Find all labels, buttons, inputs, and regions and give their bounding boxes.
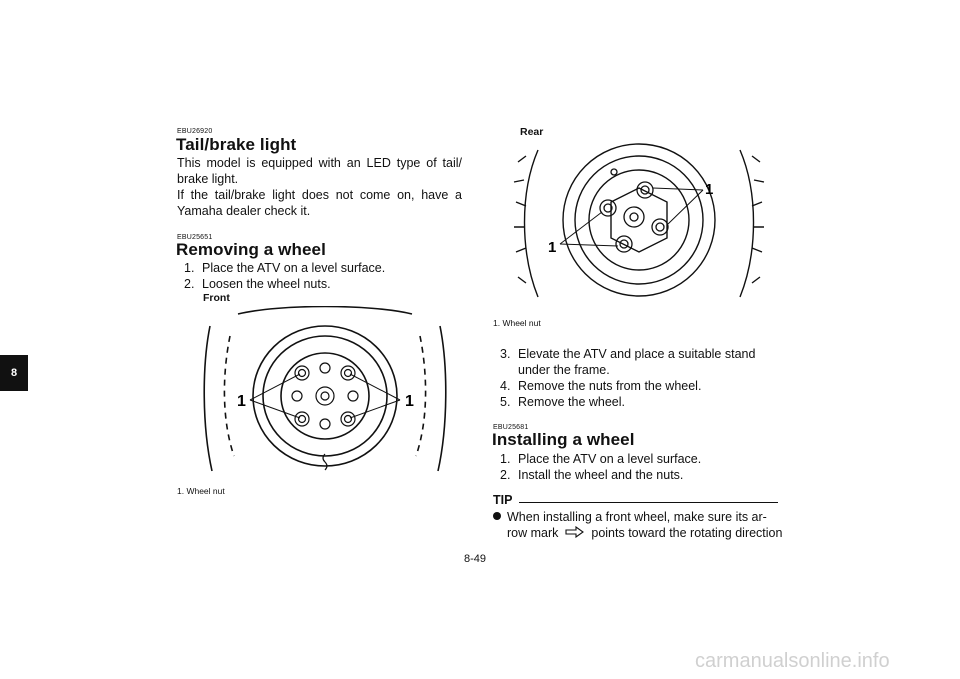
front-callout-right: 1	[405, 393, 414, 410]
section-tab: 8	[0, 355, 28, 391]
list-item: 2.Loosen the wheel nuts.	[184, 277, 331, 291]
rear-callout-left: 1	[548, 239, 556, 256]
list-item: 5.Remove the wheel.	[500, 395, 626, 409]
watermark-text: carmanualsonline.info	[695, 650, 890, 672]
front-wheel-illustration: 1 1	[203, 306, 447, 472]
front-callout-left: 1	[237, 393, 246, 410]
section-heading-installing-wheel: Installing a wheel	[492, 430, 635, 449]
rear-figure-caption: 1. Wheel nut	[493, 318, 541, 328]
tail-light-paragraph-1: This model is equipped with an LED type …	[177, 156, 462, 186]
list-item: 1.Place the ATV on a level surface.	[184, 261, 386, 275]
rear-callout-right: 1	[705, 181, 713, 198]
tip-title: TIP	[493, 493, 513, 507]
front-figure-caption: 1. Wheel nut	[177, 486, 225, 496]
list-item: 2.Install the wheel and the nuts.	[500, 468, 684, 482]
tail-light-paragraph-2: If the tail/brake light does not come on…	[177, 188, 462, 218]
rear-wheel-illustration: 1 1	[513, 143, 765, 298]
figure-label-rear: Rear	[520, 126, 544, 138]
bullet-icon	[493, 512, 501, 520]
list-item: 1.Place the ATV on a level surface.	[500, 452, 702, 466]
section-heading-removing-wheel: Removing a wheel	[176, 240, 326, 259]
tip-bullet-item: When installing a front wheel, make sure…	[493, 509, 767, 525]
arrow-mark-icon	[565, 525, 584, 539]
figure-label-front: Front	[203, 292, 230, 304]
tip-rule	[519, 502, 778, 503]
section-code: EBU26920	[177, 128, 213, 135]
page-number: 8-49	[464, 553, 487, 565]
section-heading-tail-light: Tail/brake light	[176, 135, 297, 154]
section-code: EBU25651	[177, 234, 213, 241]
list-item: 4.Remove the nuts from the wheel.	[500, 379, 702, 393]
tip-bullet-continuation: row mark points toward the rotating dire…	[507, 525, 783, 540]
list-item: 3.Elevate the ATV and place a suitable s…	[500, 347, 756, 377]
section-code: EBU25681	[493, 424, 529, 431]
